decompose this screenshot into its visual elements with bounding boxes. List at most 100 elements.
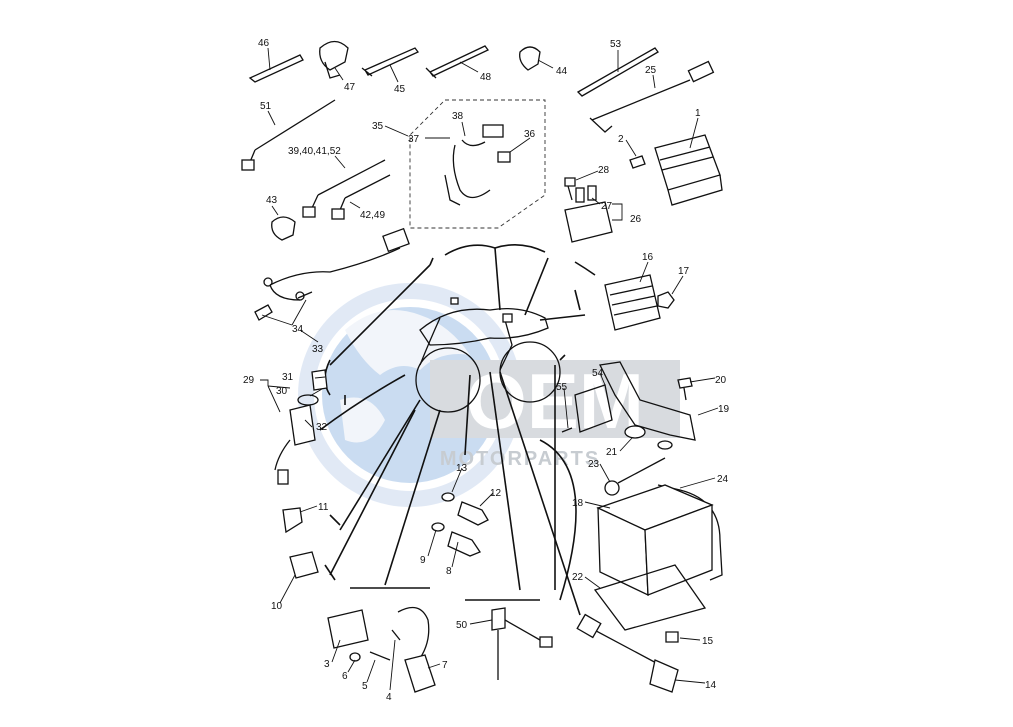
callout-46: 46 [258,38,270,49]
part-25-wire-lead [589,60,715,133]
callout-35: 35 [372,121,384,132]
callout-10: 10 [271,601,283,612]
part-26-starter-relay [564,185,613,243]
part-14-sensor [576,613,679,693]
callout-7: 7 [442,660,448,671]
part-16-rectifier-regulator [604,274,661,331]
part-17-nut [657,291,675,309]
callout-26: 26 [630,214,642,225]
part-21-grommet [624,425,646,439]
callout-5: 5 [362,681,368,692]
part-39-40-41-52-wire-lead [302,159,386,218]
callout-24: 24 [717,474,729,485]
callout-43: 43 [266,195,278,206]
callout-3: 3 [324,659,330,670]
callout-17: 17 [678,266,690,277]
part-45-holder [361,47,420,77]
callout-23: 23 [588,459,600,470]
callout-51: 51 [260,101,272,112]
part-5-bolt [369,651,391,661]
callout-48: 48 [480,72,492,83]
part-28-bolt [564,177,576,201]
callout-29: 29 [243,375,255,386]
callout-27: 27 [601,201,613,212]
part-10-sensor [289,551,319,579]
part-8-switch [447,531,481,557]
callout-47: 47 [344,82,356,93]
callout-9: 9 [420,555,426,566]
callout-30: 30 [276,386,288,397]
callout-32: 32 [316,422,328,433]
callout-labels: 46 47 45 48 44 53 25 1 2 51 35 37 38 36 … [243,38,730,703]
part-38-wiring [444,124,504,206]
callout-20: 20 [715,375,727,386]
callout-53: 53 [610,39,622,50]
callout-42-49: 42,49 [360,210,385,221]
part-47-clamp [319,40,349,79]
callout-19: 19 [718,404,730,415]
part-23-battery-cable [604,457,666,496]
callout-8: 8 [446,566,452,577]
part-6-washer [349,652,361,662]
part-7-spark-plug-cap [397,606,436,693]
parts [241,40,723,693]
part-1-cdi-unit [654,134,723,206]
part-53-band [576,47,659,97]
callout-50: 50 [456,620,468,631]
part-29-switch-assembly [274,369,328,485]
part-15-screw [665,631,679,643]
callout-22: 22 [572,572,584,583]
part-51-wire-lead [241,99,336,171]
part-18-battery [596,484,714,597]
part-4-screw [391,629,401,641]
part-50-sensor-lead [491,607,553,680]
part-42-49-wire-lead [331,174,391,220]
callout-54: 54 [592,368,604,379]
callout-21: 21 [606,447,618,458]
part-44-clamp [519,46,541,71]
part-2-screw [629,155,646,169]
callout-2: 2 [618,134,624,145]
part-22-battery-mat [593,564,707,631]
part-20-bolt [677,377,693,401]
callout-38: 38 [452,111,464,122]
callout-15: 15 [702,636,714,647]
callout-37: 37 [408,134,420,145]
callout-44: 44 [556,66,568,77]
part-13-washer [441,492,455,502]
part-19-battery-bracket [599,361,696,441]
callout-36: 36 [524,129,536,140]
callout-34: 34 [292,324,304,335]
callout-13: 13 [456,463,468,474]
part-9-washer [431,522,445,532]
callout-45: 45 [394,84,406,95]
callout-12: 12 [490,488,502,499]
part-46-band [248,54,304,83]
callout-25: 25 [645,65,657,76]
leader-lines [260,47,719,691]
part-43-clamp [271,216,296,241]
callout-16: 16 [642,252,654,263]
callout-18: 18 [572,498,584,509]
part-12-switch [457,501,489,526]
callout-55: 55 [556,382,568,393]
part-54-plate [574,384,613,433]
callout-28: 28 [598,165,610,176]
callout-33: 33 [312,344,324,355]
callout-6: 6 [342,671,348,682]
part-48-holder [425,45,489,79]
callout-31: 31 [282,372,294,383]
part-55-screw [561,427,573,433]
guide-lines [319,244,596,616]
callout-1: 1 [695,108,701,119]
part-34-tube [254,291,313,321]
part-11-sensor [282,507,303,534]
sub-assembly-box [409,99,546,229]
callout-14: 14 [705,680,717,691]
callout-11: 11 [318,502,329,513]
part-36-connector [497,151,511,163]
callout-39-40-41-52: 39,40,41,52 [288,146,341,157]
callout-4: 4 [386,692,392,703]
